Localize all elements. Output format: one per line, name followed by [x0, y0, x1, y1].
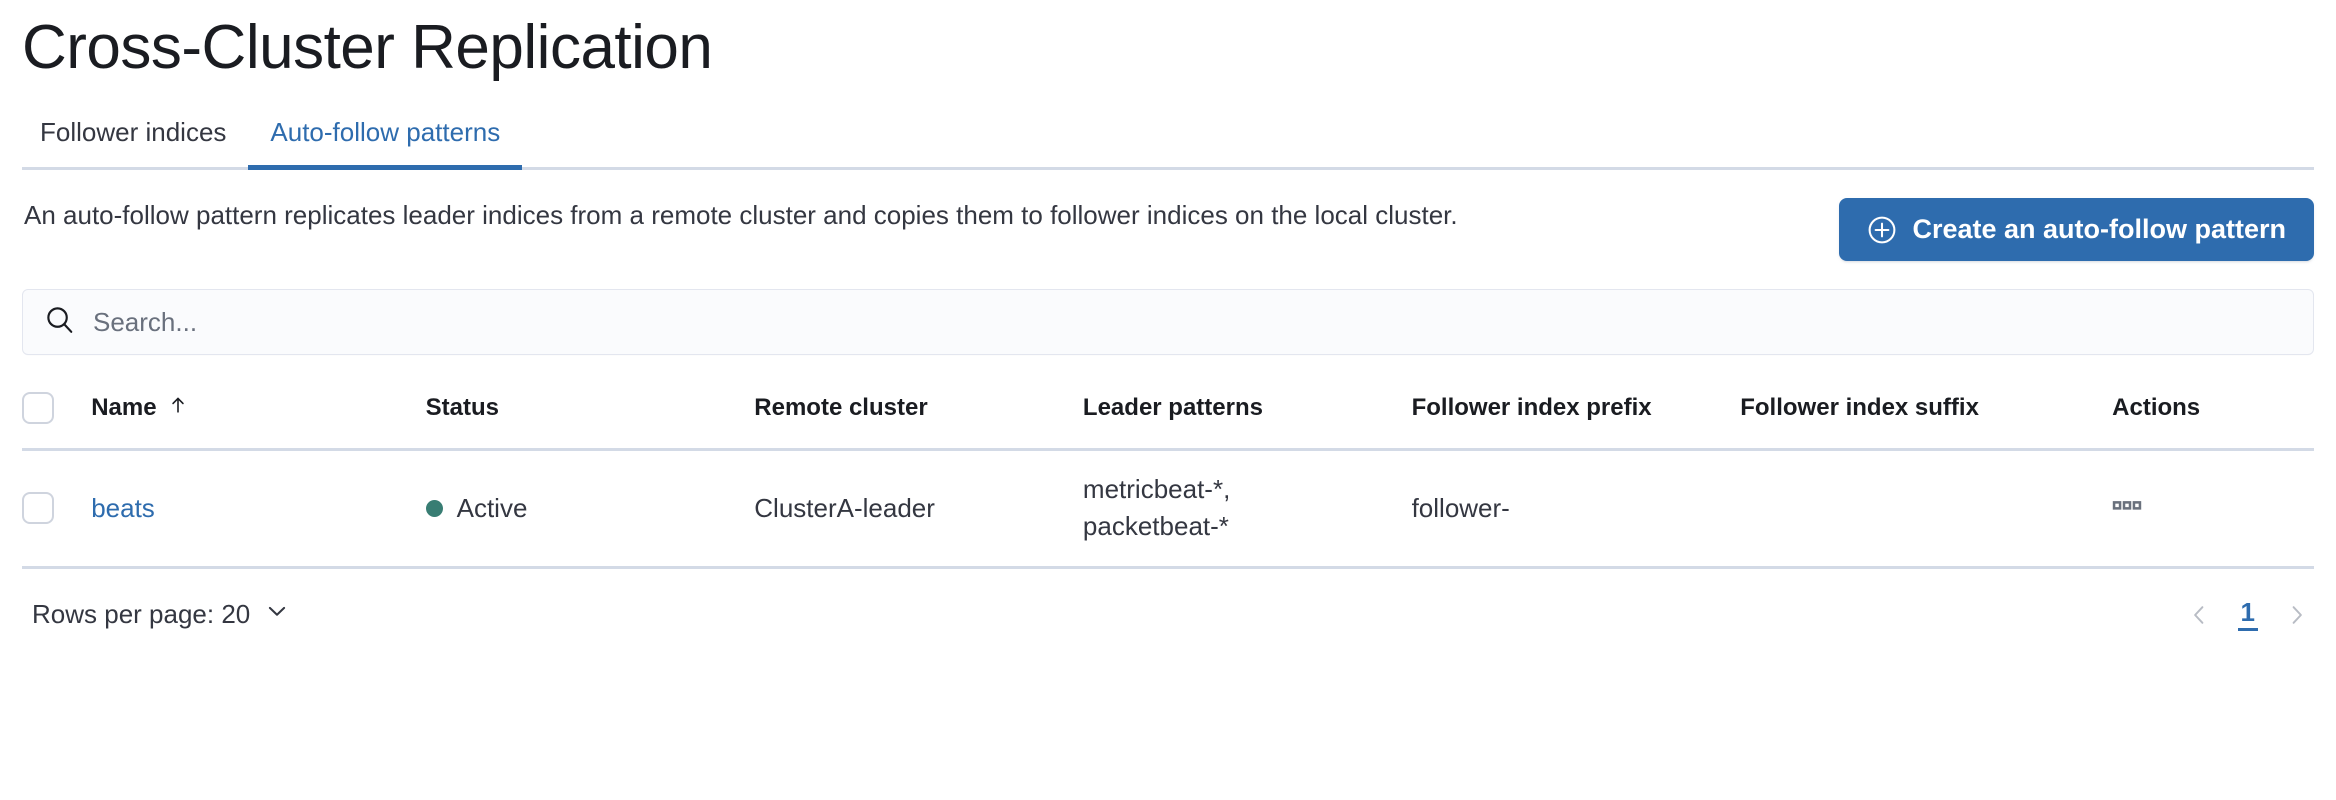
- cell-actions: [2112, 449, 2314, 567]
- column-header-follower-index-suffix[interactable]: Follower index suffix: [1740, 394, 1979, 422]
- table-header: Name Status Remote cluster Leader patter…: [22, 373, 2314, 449]
- rows-per-page-label: Rows per page: 20: [32, 599, 251, 629]
- cell-leader-patterns: metricbeat-*, packetbeat-*: [1083, 449, 1412, 567]
- rows-per-page-selector[interactable]: Rows per page: 20: [22, 598, 290, 631]
- status-badge: Active: [425, 492, 528, 524]
- status-label: Active: [456, 492, 528, 523]
- boxes-horizontal-icon[interactable]: [2112, 490, 2142, 527]
- tab-auto-follow-patterns[interactable]: Auto-follow patterns: [248, 119, 523, 170]
- leader-pattern-item: packetbeat-*: [1082, 511, 1229, 541]
- search-bar[interactable]: [22, 289, 2314, 355]
- page-title: Cross-Cluster Replication: [22, 13, 713, 82]
- tab-follower-indices[interactable]: Follower indices: [40, 117, 227, 147]
- intro-description: An auto-follow pattern replicates leader…: [24, 200, 1458, 230]
- cell-follower-index-prefix: follower-: [1411, 492, 1510, 523]
- row-checkbox[interactable]: [22, 492, 54, 524]
- pattern-name-link[interactable]: beats: [91, 492, 155, 523]
- column-header-remote-cluster[interactable]: Remote cluster: [754, 394, 928, 422]
- cell-remote-cluster: ClusterA-leader: [754, 492, 935, 523]
- table-header-row: Name Status Remote cluster Leader patter…: [22, 373, 2314, 449]
- sort-up-icon: [167, 394, 189, 423]
- cell-status: Active: [425, 449, 755, 567]
- table-body: beats Active ClusterA-leader metricbeat-…: [22, 449, 2314, 567]
- select-all-header-cell: [22, 373, 91, 449]
- chevron-down-icon: [264, 598, 290, 631]
- chevron-left-icon[interactable]: [2182, 598, 2216, 632]
- column-header-follower-index-prefix[interactable]: Follower index prefix: [1411, 394, 1652, 422]
- column-header-name[interactable]: Name: [91, 373, 425, 449]
- column-header-name-label: Name: [91, 394, 157, 422]
- table-row: beats Active ClusterA-leader metricbeat-…: [22, 449, 2314, 567]
- create-auto-follow-pattern-button[interactable]: Create an auto-follow pattern: [1839, 198, 2314, 261]
- create-auto-follow-pattern-label: Create an auto-follow pattern: [1912, 214, 2286, 244]
- table-footer: Rows per page: 20 1: [22, 585, 2314, 645]
- pagination: 1: [2182, 597, 2314, 632]
- plus-in-circle-icon: [1867, 215, 1897, 245]
- cell-follower-index-suffix: [1740, 449, 2112, 567]
- status-dot-icon: [425, 499, 443, 517]
- cell-name: beats: [91, 449, 425, 567]
- intro-section: An auto-follow pattern replicates leader…: [22, 196, 2314, 261]
- search-icon: [45, 305, 75, 340]
- chevron-right-icon[interactable]: [2280, 598, 2314, 632]
- column-header-actions: Actions: [2112, 394, 2201, 422]
- pagination-page-1[interactable]: 1: [2237, 597, 2258, 631]
- tab-bar: Follower indices Auto-follow patterns: [22, 92, 2314, 170]
- leader-pattern-item: metricbeat-*,: [1082, 474, 1231, 505]
- select-all-checkbox[interactable]: [22, 392, 54, 425]
- search-input[interactable]: [93, 306, 2291, 338]
- column-header-status[interactable]: Status: [425, 394, 499, 422]
- column-header-leader-patterns[interactable]: Leader patterns: [1082, 394, 1263, 422]
- row-select-cell: [22, 449, 91, 567]
- auto-follow-patterns-table: Name Status Remote cluster Leader patter…: [22, 373, 2314, 569]
- sort-by-name[interactable]: Name: [91, 394, 188, 423]
